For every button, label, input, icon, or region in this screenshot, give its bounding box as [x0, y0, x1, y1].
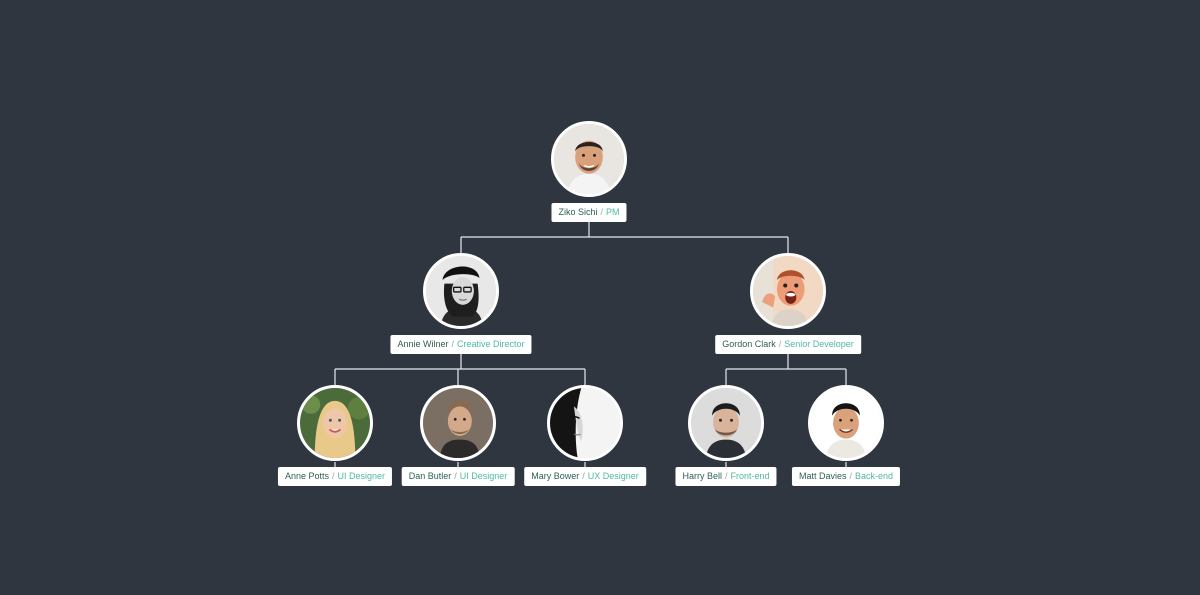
org-node-label: Dan Butler/UI Designer	[401, 467, 515, 486]
org-node-label: Gordon Clark/Senior Developer	[715, 335, 861, 354]
person-photo-icon	[300, 388, 370, 458]
org-node-label: Matt Davies/Back-end	[791, 467, 901, 486]
label-separator: /	[724, 471, 728, 481]
person-photo-icon	[753, 256, 823, 326]
label-separator: /	[451, 339, 455, 349]
label-separator: /	[331, 471, 335, 481]
avatar[interactable]	[808, 385, 884, 461]
person-role: UI Designer	[337, 471, 386, 481]
avatar[interactable]	[423, 253, 499, 329]
avatar[interactable]	[420, 385, 496, 461]
person-name: Dan Butler	[408, 471, 452, 481]
org-node-label: Annie Wilner/Creative Director	[390, 335, 532, 354]
person-role: UX Designer	[587, 471, 639, 481]
avatar[interactable]	[297, 385, 373, 461]
person-photo-icon	[550, 388, 620, 458]
person-name: Anne Potts	[284, 471, 329, 481]
person-name: Mary Bower	[531, 471, 580, 481]
person-role: Front-end	[730, 471, 770, 481]
person-photo-icon	[554, 124, 624, 194]
org-node-label: Anne Potts/UI Designer	[277, 467, 393, 486]
person-role: Back-end	[855, 471, 894, 481]
person-role: UI Designer	[459, 471, 508, 481]
avatar[interactable]	[750, 253, 826, 329]
label-separator: /	[582, 471, 585, 481]
avatar[interactable]	[551, 121, 627, 197]
label-separator: /	[849, 471, 852, 481]
person-role: Creative Director	[457, 339, 525, 349]
person-role: Senior Developer	[784, 339, 854, 349]
org-node-label: Harry Bell/Front-end	[675, 467, 777, 486]
org-node-label: Mary Bower/UX Designer	[524, 467, 646, 486]
person-photo-icon	[811, 388, 881, 458]
person-name: Ziko Sichi	[558, 207, 598, 217]
avatar[interactable]	[688, 385, 764, 461]
label-separator: /	[454, 471, 457, 481]
person-photo-icon	[423, 388, 493, 458]
person-role: PM	[606, 207, 620, 217]
person-photo-icon	[426, 256, 496, 326]
label-separator: /	[778, 339, 782, 349]
person-name: Annie Wilner	[397, 339, 449, 349]
person-photo-icon	[691, 388, 761, 458]
person-name: Matt Davies	[798, 471, 847, 481]
person-name: Harry Bell	[682, 471, 722, 481]
avatar[interactable]	[547, 385, 623, 461]
label-separator: /	[600, 207, 604, 217]
person-name: Gordon Clark	[722, 339, 776, 349]
org-node-label: Ziko Sichi/PM	[551, 203, 627, 222]
